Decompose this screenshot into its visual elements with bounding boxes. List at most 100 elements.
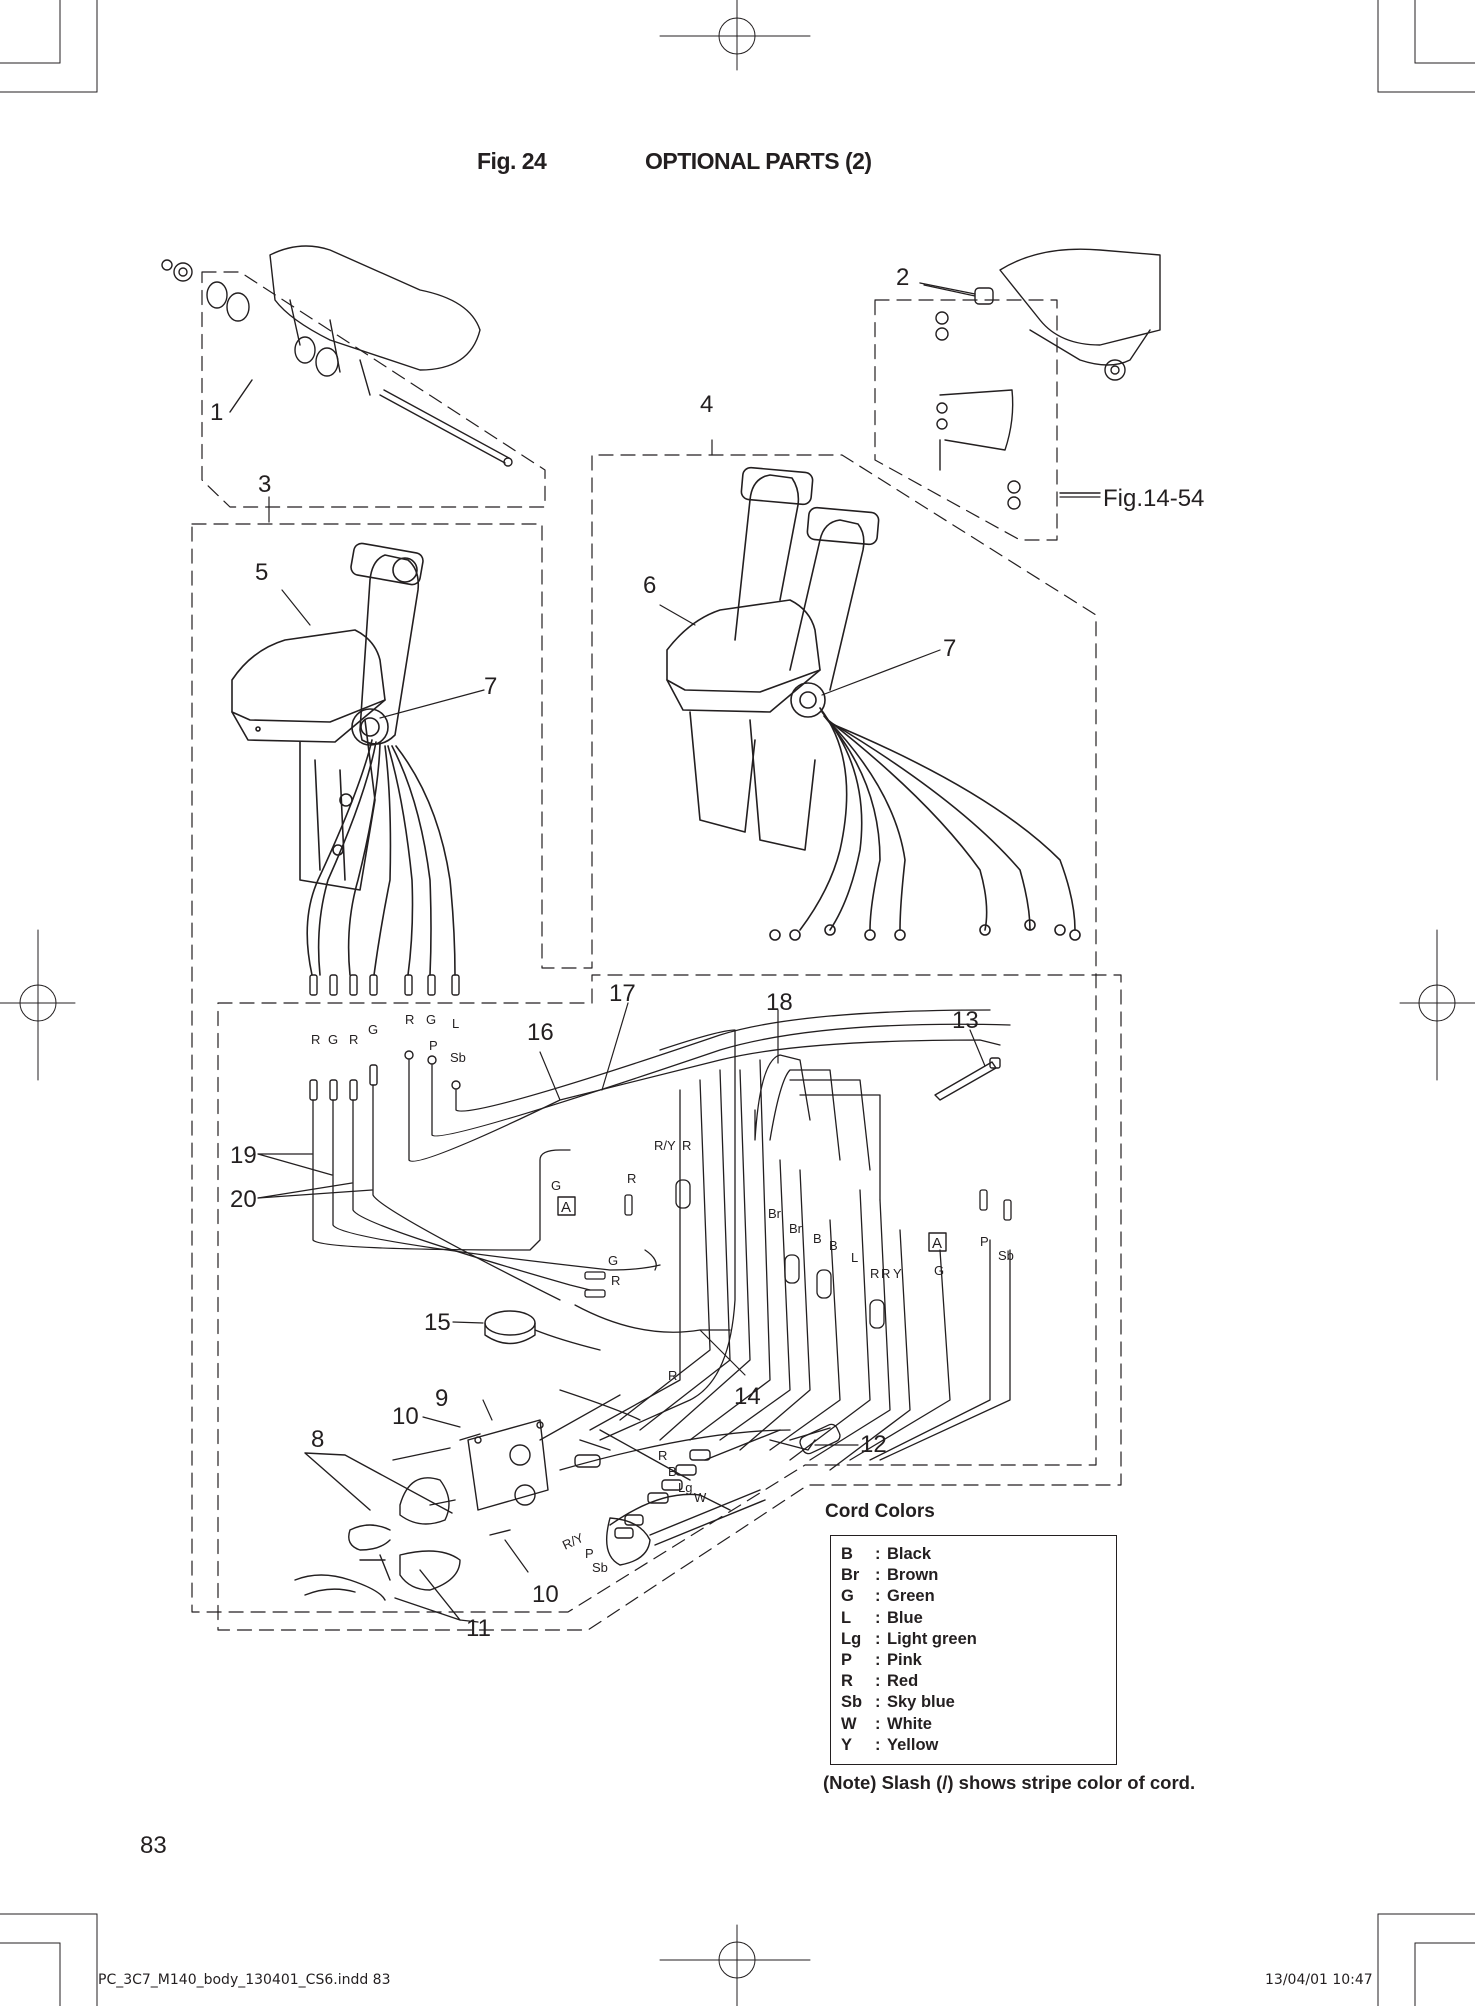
- legend-color-name: Yellow: [887, 1735, 939, 1754]
- wire-label: R: [311, 1032, 320, 1047]
- wire-label: R: [658, 1448, 667, 1463]
- legend-code: B: [841, 1545, 853, 1563]
- marker-a-left: A: [561, 1199, 571, 1216]
- legend-code: Sb: [841, 1693, 863, 1712]
- wire-label: R: [405, 1012, 414, 1027]
- wire-label: G: [368, 1022, 378, 1037]
- legend-color-name: Light green: [887, 1629, 977, 1648]
- wire-label: W: [694, 1490, 707, 1505]
- callout-7a: 7: [484, 673, 497, 700]
- single-lever-connectors: [309, 974, 461, 1101]
- callout-7b: 7: [943, 635, 956, 662]
- wire-label: R: [627, 1171, 636, 1186]
- wire-label: R: [682, 1138, 691, 1153]
- legend-code: P: [841, 1651, 853, 1670]
- wire-label: Br: [768, 1206, 782, 1221]
- legend-row: Y:Yellow: [841, 1735, 1116, 1756]
- wire-label: R: [668, 1368, 677, 1383]
- callout-10b: 10: [532, 1581, 559, 1608]
- callout-12: 12: [860, 1431, 887, 1458]
- wire-label: R: [870, 1266, 879, 1281]
- callout-4: 4: [700, 391, 713, 418]
- callout-19: 19: [230, 1142, 257, 1169]
- wire-label: B: [813, 1231, 822, 1246]
- legend-color-name: Blue: [887, 1608, 923, 1627]
- wire-labels: R G R G R G L P Sb G R G R R R/Y R Br Br…: [311, 1012, 1014, 1575]
- legend-row: L:Blue: [841, 1608, 1116, 1629]
- legend-color-name: White: [887, 1714, 932, 1733]
- wire-label: Y: [893, 1266, 902, 1281]
- legend-row: Lg:Light green: [841, 1629, 1116, 1650]
- wire-label: P: [585, 1546, 594, 1561]
- page-number: 83: [140, 1832, 167, 1859]
- legend-code: L: [841, 1608, 852, 1627]
- legend-code: R: [841, 1672, 853, 1691]
- legend-color-name: Black: [887, 1545, 932, 1563]
- wire-label: Sb: [592, 1560, 608, 1575]
- wire-label: G: [328, 1032, 338, 1047]
- wire-label: G: [551, 1178, 561, 1193]
- legend-row: B:Black: [841, 1544, 1116, 1565]
- wire-label: R: [349, 1032, 358, 1047]
- parts-8-12-switch-assembly: [294, 1419, 831, 1621]
- legend-code: W: [841, 1714, 857, 1733]
- marker-a-right: A: [932, 1235, 942, 1252]
- cord-colors-title: Cord Colors: [825, 1501, 935, 1522]
- callout-13: 13: [952, 1007, 979, 1034]
- callout-1: 1: [210, 399, 223, 426]
- callout-15: 15: [424, 1309, 451, 1336]
- callout-10a: 10: [392, 1403, 419, 1430]
- legend-color-name: Pink: [887, 1651, 922, 1670]
- single-lever-control-box: [231, 542, 456, 976]
- legend-row: P:Pink: [841, 1650, 1116, 1671]
- callout-18: 18: [766, 989, 793, 1016]
- legend-code: Y: [841, 1735, 853, 1754]
- callout-3: 3: [258, 471, 271, 498]
- callout-11: 11: [466, 1615, 491, 1642]
- wire-label: Br: [789, 1221, 803, 1236]
- wire-label: Lg: [678, 1480, 692, 1495]
- part-15-buzzer: [484, 1310, 601, 1351]
- footer-timestamp: 13/04/01 10:47: [1265, 1972, 1373, 1988]
- callout-5: 5: [255, 559, 268, 586]
- dual-lever-control-box: [666, 466, 1081, 941]
- callout-8: 8: [311, 1426, 324, 1453]
- legend-code: Lg: [841, 1629, 862, 1648]
- fig-reference: Fig.14-54: [1103, 485, 1204, 512]
- part-2-bracket-assembly: [919, 248, 1161, 510]
- wire-label: G: [608, 1253, 618, 1268]
- legend-row: W:White: [841, 1714, 1116, 1735]
- legend-row: Sb:Sky blue: [841, 1692, 1116, 1713]
- legend-row: R:Red: [841, 1671, 1116, 1692]
- figure-label: Fig. 24: [477, 148, 547, 174]
- legend-color-name: Sky blue: [887, 1693, 955, 1712]
- wire-label: G: [426, 1012, 436, 1027]
- cord-colors-legend: B:Black Br:Brown G:Green L:Blue Lg:Light…: [830, 1535, 1117, 1765]
- leader-lines: [257, 284, 1101, 1623]
- wire-label: R: [611, 1273, 620, 1288]
- legend-color-name: Red: [887, 1672, 919, 1691]
- wire-label: L: [851, 1250, 858, 1265]
- wire-label: Sb: [998, 1248, 1014, 1263]
- callout-17: 17: [609, 980, 636, 1007]
- part-13-cable-tie: [934, 1057, 1001, 1101]
- wire-label: B: [829, 1238, 838, 1253]
- legend-color-name: Green: [887, 1587, 935, 1606]
- wire-label: R/Y: [560, 1530, 586, 1553]
- callout-6: 6: [643, 572, 656, 599]
- connector-markers: A A: [557, 1196, 947, 1252]
- callout-9: 9: [435, 1385, 448, 1412]
- callout-14: 14: [734, 1383, 761, 1410]
- legend-row: Br:Brown: [841, 1565, 1116, 1586]
- wire-label: L: [452, 1016, 459, 1031]
- callout-16: 16: [527, 1019, 554, 1046]
- main-wiring-harness: [312, 1009, 1012, 1471]
- group-outlines: [191, 271, 1122, 1631]
- callout-20: 20: [230, 1186, 257, 1213]
- legend-note: (Note) Slash (/) shows stripe color of c…: [823, 1772, 1196, 1793]
- page-title: OPTIONAL PARTS (2): [645, 148, 872, 174]
- wire-label: R/Y: [654, 1138, 676, 1153]
